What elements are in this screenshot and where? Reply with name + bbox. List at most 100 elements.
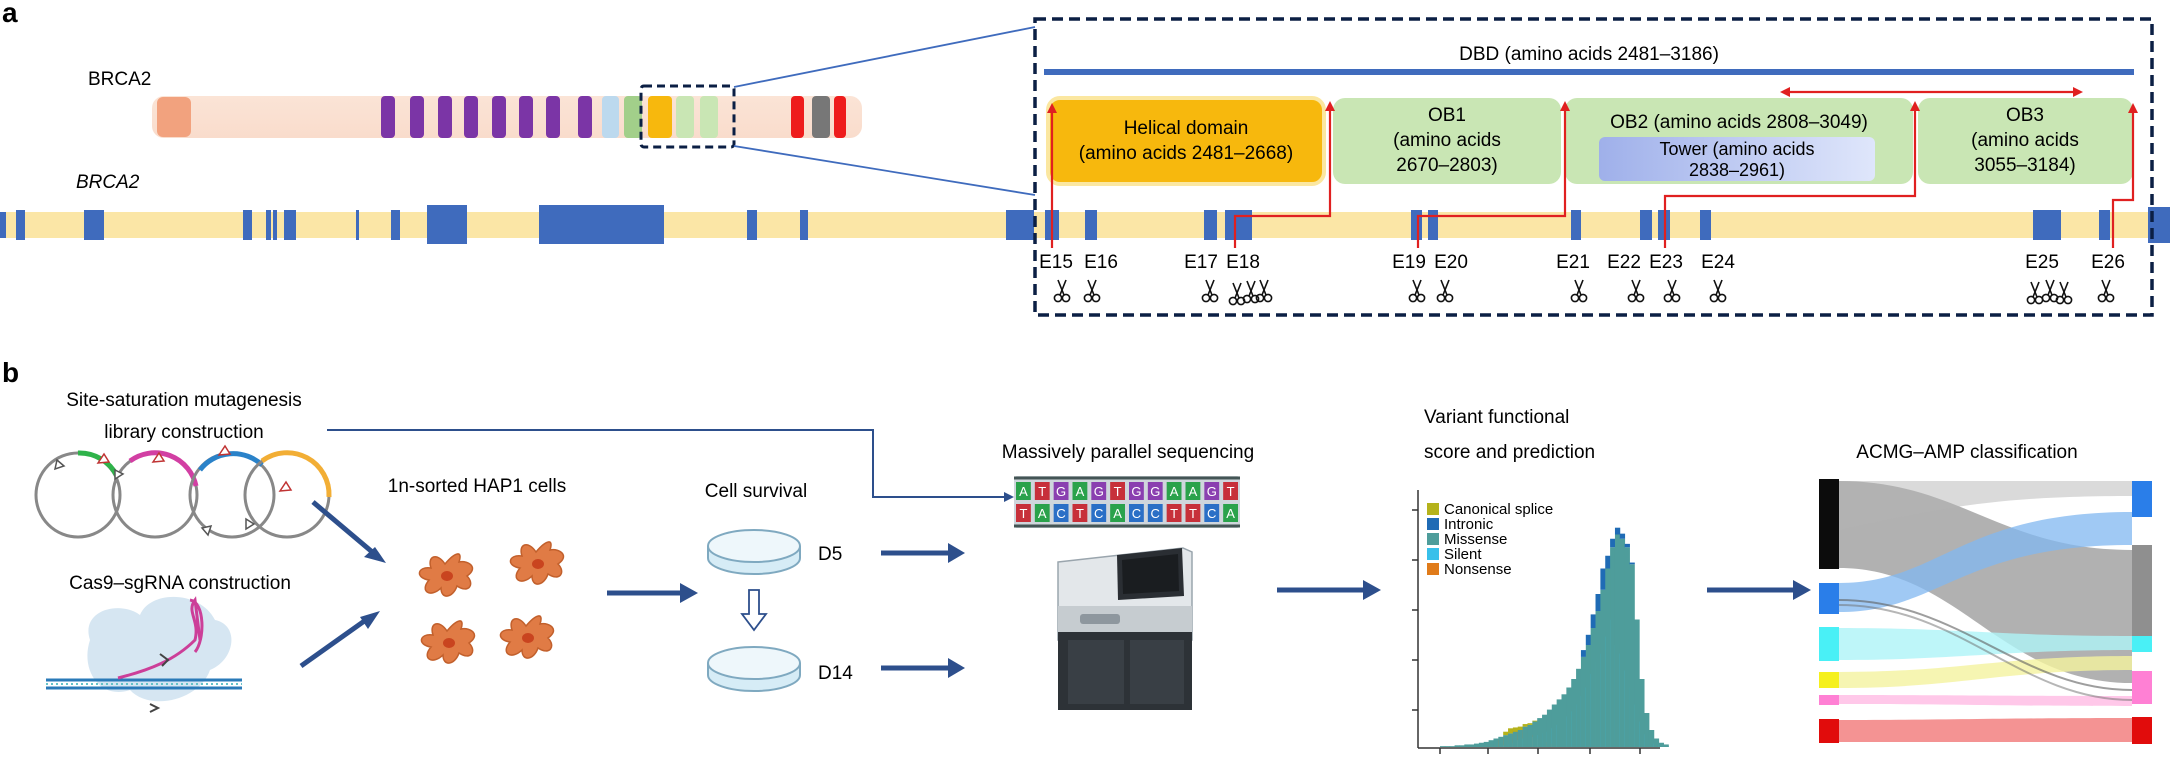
library-title-1: Site-saturation mutagenesis (66, 390, 302, 411)
dna-base-bottom-label: C (1151, 506, 1160, 521)
legend-swatch (1427, 548, 1439, 560)
legend-label: Silent (1444, 546, 1482, 563)
histogram-bar (1517, 726, 1524, 730)
scissors-icon (2026, 281, 2044, 305)
legend-label: Missense (1444, 531, 1507, 548)
cas9-title: Cas9–sgRNA construction (69, 573, 291, 594)
exon-label: E26 (2091, 252, 2125, 273)
dna-base-bottom-label: C (1094, 506, 1103, 521)
exon-label: E20 (1434, 252, 1468, 273)
exon-label: E23 (1649, 252, 1683, 273)
dna-base-top (1091, 482, 1107, 500)
histogram-bar (1522, 726, 1528, 747)
score-title-2: score and prediction (1424, 442, 1595, 463)
ob1-range-2: 2670–2803) (1396, 155, 1497, 176)
histogram-bar (1537, 718, 1543, 747)
legend-swatch (1427, 503, 1439, 515)
plasmid-icons (34, 444, 332, 539)
library-title-2: library construction (104, 422, 263, 443)
legend-label: Intronic (1444, 516, 1494, 533)
exon-label: E15 (1039, 252, 1073, 273)
legend-swatch (1427, 563, 1439, 575)
dna-base-bottom (1091, 504, 1107, 522)
scissors-icon (2055, 281, 2073, 305)
histogram-bar (1556, 699, 1562, 747)
histogram-bar (1522, 724, 1528, 727)
ob1-domain: OB1 (amino acids 2670–2803) (1333, 98, 1561, 184)
day14-label: D14 (818, 663, 853, 684)
histogram-bar (1653, 738, 1660, 747)
histogram-bar (1624, 543, 1630, 548)
dna-base-bottom-label: A (1038, 506, 1047, 521)
exon-label: E17 (1184, 252, 1218, 273)
helical-domain-label: Helical domain (1124, 118, 1249, 139)
histogram-bar (1474, 743, 1480, 747)
ob3-domain: OB3 (amino acids 3055–3184) (1918, 98, 2133, 184)
histogram-legend: Canonical spliceIntronicMissenseSilentNo… (1427, 501, 1553, 578)
dna-base-bottom (1166, 504, 1182, 522)
dna-base-top-label: G (1207, 484, 1217, 499)
dna-base-bottom-label: T (1170, 506, 1178, 521)
scissors-icon (1436, 279, 1454, 303)
cells-title: 1n-sorted HAP1 cells (388, 476, 566, 497)
histogram-bar (1610, 547, 1616, 747)
day5-label: D5 (818, 544, 842, 565)
histogram-bar (1658, 742, 1664, 747)
histogram-bar (1614, 527, 1621, 535)
histogram-bar (1576, 668, 1582, 747)
histogram-bar (1483, 741, 1489, 747)
histogram-bar (1527, 724, 1533, 747)
dna-base-top-label: G (1131, 484, 1141, 499)
histogram-bar (1634, 619, 1640, 747)
ob1-range-1: (amino acids (1393, 130, 1501, 151)
histogram-bar (1542, 714, 1548, 747)
dna-base-bottom-label: A (1226, 506, 1235, 521)
protein-bar (152, 84, 862, 149)
dna-base-top-label: A (1189, 484, 1198, 499)
library-to-sequencing-head (1004, 492, 1014, 502)
histogram-bar (1512, 727, 1519, 732)
histogram-bar (1532, 720, 1538, 722)
histogram-bar (1600, 589, 1606, 747)
scissors-icons (1053, 279, 2115, 306)
sequencing-title: Massively parallel sequencing (1002, 442, 1254, 463)
histogram-bar (1469, 744, 1475, 747)
histogram-bar (1639, 679, 1645, 747)
dna-base-top (1016, 482, 1031, 500)
histogram-bar (1663, 744, 1669, 747)
dbd-bar (1044, 69, 2134, 75)
histogram-bar (1580, 656, 1587, 747)
histogram-chart (1412, 490, 1669, 754)
histogram-bar (1605, 568, 1611, 747)
dna-base-top (1034, 482, 1050, 500)
scissors-icon (1083, 279, 1101, 303)
histogram-bar (1614, 534, 1621, 747)
histogram-bar (1600, 568, 1606, 590)
histogram-bar (1590, 614, 1596, 628)
histogram-bar (1454, 745, 1460, 747)
dna-base-top (1223, 482, 1238, 500)
domain-boundary-arrows (1047, 87, 2138, 248)
dna-base-bottom-label: C (1056, 506, 1065, 521)
dna-base-top-label: T (1227, 484, 1235, 499)
histogram-bar (1629, 562, 1635, 565)
exon-label: E21 (1556, 252, 1590, 273)
histogram-bar (1595, 611, 1601, 747)
histogram-bar (1648, 730, 1655, 747)
exon-label: E22 (1607, 252, 1641, 273)
histogram-bar (1561, 694, 1567, 747)
protein-name: BRCA2 (88, 69, 151, 90)
exon-label: E18 (1226, 252, 1260, 273)
tower-label: Tower (amino acids (1659, 139, 1814, 159)
dna-base-top (1204, 482, 1220, 500)
histogram-bar (1624, 547, 1630, 747)
dna-base-top-label: A (1076, 484, 1085, 499)
histogram-bar (1459, 745, 1465, 747)
dbd-label: DBD (amino acids 2481–3186) (1459, 44, 1719, 65)
histogram-bar (1644, 713, 1650, 747)
scissors-icon (1408, 279, 1426, 303)
dna-base-bottom (1053, 504, 1069, 522)
histogram-bar (1488, 740, 1494, 747)
dna-base-bottom-label: C (1132, 506, 1141, 521)
